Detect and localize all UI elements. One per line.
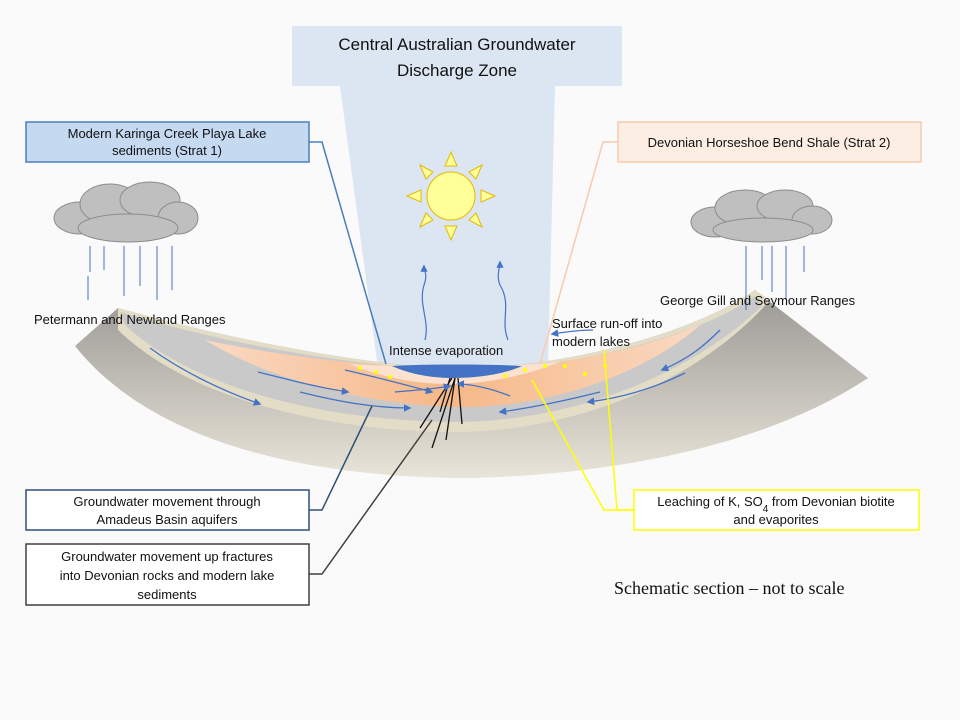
svg-text:Groundwater movement through: Groundwater movement through [73,494,260,509]
svg-text:and evaporites: and evaporites [733,512,819,527]
svg-text:Groundwater movement up fractu: Groundwater movement up fractures [61,549,273,564]
label-intense-evaporation: Intense evaporation [389,343,503,358]
rain-cloud-icon [53,181,199,300]
playa-lake [392,364,522,378]
svg-text:Amadeus Basin aquifers: Amadeus Basin aquifers [97,512,238,527]
callout-leaching: Leaching of K, SO4 from Devonian biotite… [633,489,920,531]
sun-icon [405,150,497,242]
svg-text:into Devonian rocks and modern: into Devonian rocks and modern lake [60,568,275,583]
zone-title-line2: Discharge Zone [397,61,517,80]
label-george-gill: George Gill and Seymour Ranges [660,293,856,308]
callout-horseshoe: Devonian Horseshoe Bend Shale (Strat 2) [617,121,922,163]
leader-lines [309,141,634,575]
callout-amadeus: Groundwater movement through Amadeus Bas… [25,489,310,531]
callout-karinga: Modern Karinga Creek Playa Lake sediment… [25,121,310,163]
callout-fractures: Groundwater movement up fractures into D… [25,543,310,606]
svg-text:Devonian Horseshoe Bend Shale: Devonian Horseshoe Bend Shale (Strat 2) [648,135,891,150]
flow-arrow-icon [149,329,721,416]
horseshoe-shale-layer [205,325,700,407]
label-runoff-1: Surface run-off into [552,316,662,331]
svg-text:Leaching of K, SO4 from Devoni: Leaching of K, SO4 from Devonian biotite [657,494,895,515]
label-runoff-2: modern lakes [552,334,631,349]
svg-text:Modern Karinga Creek Playa La: Modern Karinga Creek Playa Lake [68,126,267,141]
rain-cloud-icon [690,189,833,310]
svg-text:sediments (Strat 1): sediments (Strat 1) [112,143,222,158]
aquifer-layer-grey [120,296,762,422]
evaporation-arrow-icon [420,260,509,341]
zone-title-line1: Central Australian Groundwater [338,35,576,54]
svg-text:sediments: sediments [137,587,197,602]
label-petermann: Petermann and Newland Ranges [34,312,226,327]
scale-note: Schematic section – not to scale [614,578,844,598]
